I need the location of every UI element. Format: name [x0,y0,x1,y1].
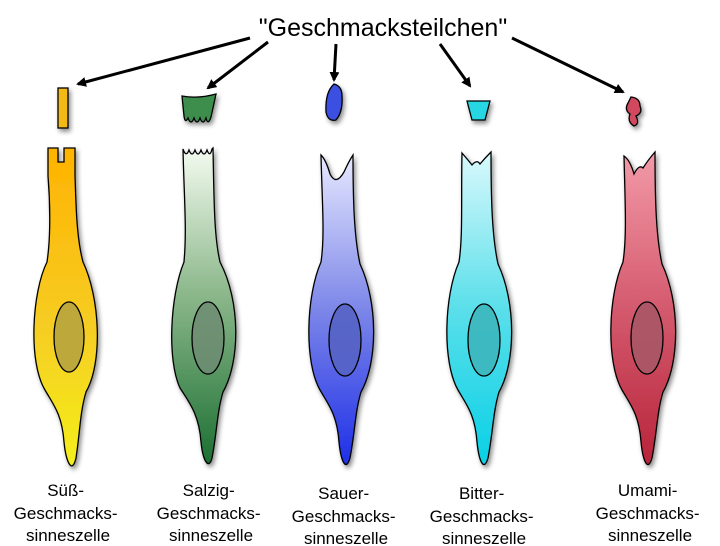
caption-sweet: Süß- Geschmacks- sinneszelle [14,481,123,545]
arrow-salty [208,42,268,88]
sweet-particle [58,88,68,128]
arrows [78,38,623,92]
salty-nucleus [192,302,224,374]
salty-particle [182,94,216,122]
arrow-sour [334,44,336,80]
arrow-umami [512,38,623,92]
umami-particle [626,97,641,126]
captions: Süß- Geschmacks- sinneszelle Salzig- Ges… [14,481,705,546]
sour-nucleus [329,304,361,376]
sweet-nucleus [54,302,84,372]
diagram-title: "Geschmacksteilchen" [259,14,507,42]
umami-nucleus [631,302,663,374]
bitter-cell [447,152,512,465]
umami-cell [611,152,676,465]
cells [34,148,676,466]
salty-cell [172,148,236,464]
sweet-cell [34,148,97,466]
bitter-particle [467,101,490,120]
sour-particle [326,84,342,120]
caption-bitter: Bitter- Geschmacks- sinneszelle [430,484,539,546]
caption-salty: Salzig- Geschmacks- sinneszelle [157,481,266,545]
bitter-nucleus [468,304,500,376]
caption-umami: Umami- Geschmacks- sinneszelle [596,481,705,545]
caption-sour: Sauer- Geschmacks- sinneszelle [292,484,401,546]
sour-cell [309,155,374,465]
arrow-bitter [440,44,470,86]
particles [58,84,641,128]
